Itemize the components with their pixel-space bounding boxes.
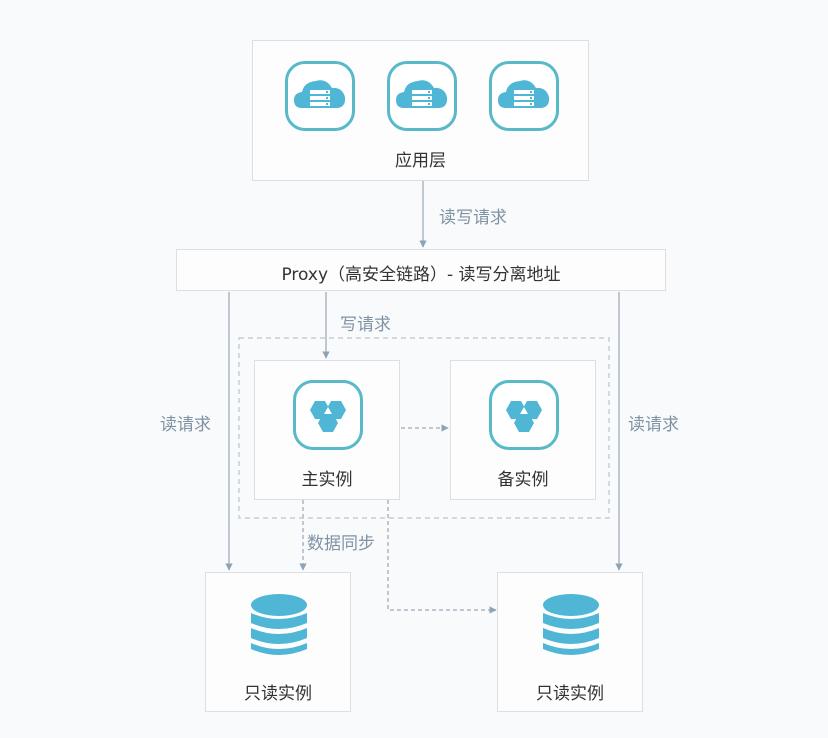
primary-instance-label: 主实例	[301, 470, 353, 490]
instance-icon	[293, 380, 363, 450]
edge-label-read-write: 读写请求	[439, 208, 507, 228]
primary-instance-box: 主实例	[254, 360, 400, 500]
readonly-instance-right-box: 只读实例	[497, 572, 643, 712]
cloud-server-icon	[285, 61, 355, 131]
readonly-instance-right-label: 只读实例	[536, 684, 604, 704]
cloud-server-icon	[489, 61, 559, 131]
cloud-server-icon	[387, 61, 457, 131]
edge-label-read-left: 读请求	[160, 415, 211, 435]
readonly-instance-left-label: 只读实例	[244, 684, 312, 704]
edge-label-read-right: 读请求	[628, 415, 679, 435]
edge-label-write: 写请求	[340, 315, 391, 335]
database-icon	[251, 594, 307, 655]
arrow-sync-to-readonly-right	[387, 500, 497, 614]
instance-icon	[489, 380, 559, 450]
app-layer-box: 应用层	[252, 40, 589, 181]
readonly-instance-left-box: 只读实例	[205, 572, 351, 712]
edge-label-data-sync: 数据同步	[307, 534, 375, 554]
proxy-label: Proxy（高安全链路）- 读写分离地址	[281, 265, 561, 285]
database-icon	[543, 594, 599, 655]
app-layer-label: 应用层	[395, 151, 446, 171]
standby-instance-label: 备实例	[497, 470, 549, 490]
proxy-box: Proxy（高安全链路）- 读写分离地址	[176, 249, 666, 291]
standby-instance-box: 备实例	[450, 360, 596, 500]
